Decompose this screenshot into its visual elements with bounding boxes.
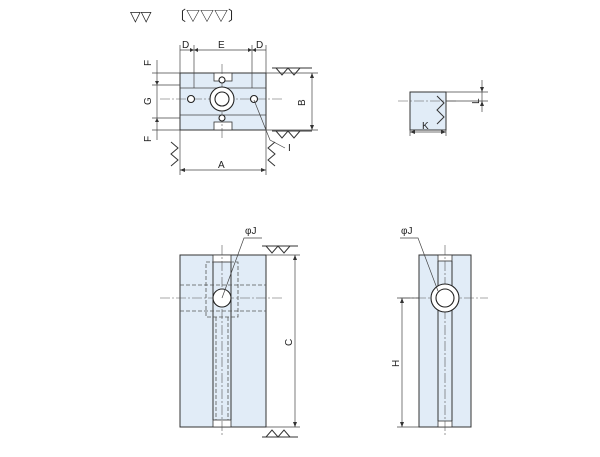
dim-C: C (284, 339, 295, 346)
dim-L: L (471, 98, 482, 104)
front-view: φJ C (160, 226, 300, 438)
dim-K: K (422, 121, 429, 132)
dim-B: B (297, 99, 308, 106)
dim-E: E (218, 40, 225, 51)
dim-I: I (288, 143, 291, 154)
front-view-body (179, 254, 267, 428)
side-detail-view: L K (398, 80, 488, 136)
side-view-hole-inner (435, 288, 455, 308)
finish-fine-symbol: 〔▽▽▽〕 (172, 8, 242, 24)
dim-D-right: D (256, 40, 263, 51)
finish-mark-right (267, 141, 276, 167)
finish-mark-front-top (265, 245, 291, 254)
side-view: φJ H (391, 226, 488, 437)
finish-mark-front-bottom (265, 429, 291, 438)
top-view-hole-left (186, 94, 196, 104)
top-view-hole-top (218, 76, 226, 84)
dim-phiJ-side: φJ (401, 226, 412, 237)
top-view-hole-bottom (218, 114, 226, 122)
top-view-hole-right (249, 94, 259, 104)
dim-A: A (218, 160, 225, 171)
finish-mark-top-right (275, 67, 301, 76)
finish-mark-bottom-right (275, 130, 301, 139)
finish-legend: ▽▽ 〔▽▽▽〕 (130, 8, 242, 24)
dim-D-left: D (182, 40, 189, 51)
top-view-hole-center-inner (214, 91, 230, 107)
finish-mark-left (170, 141, 179, 167)
dim-H: H (391, 360, 402, 367)
finish-rough-symbol: ▽▽ (130, 8, 152, 24)
top-view-notch-bottom (213, 121, 233, 131)
top-view: D E D F G F B A (143, 40, 318, 175)
dim-F-bottom: F (143, 136, 154, 142)
dim-G: G (143, 97, 154, 105)
finish-mark-side-detail (436, 95, 445, 125)
dim-F-top: F (143, 60, 154, 66)
dim-phiJ-front: φJ (245, 226, 256, 237)
